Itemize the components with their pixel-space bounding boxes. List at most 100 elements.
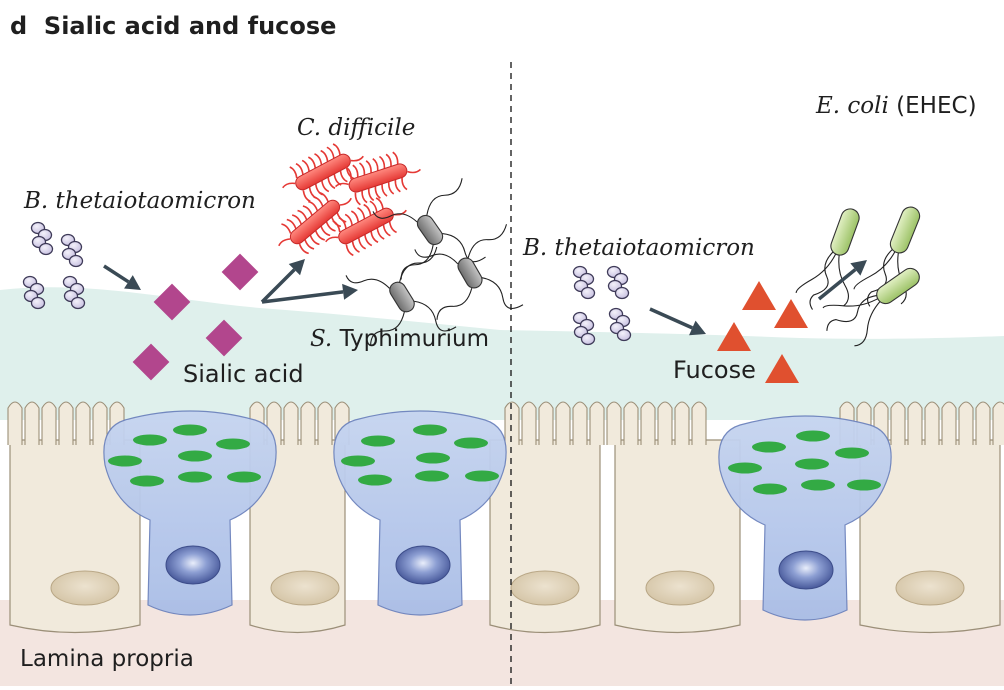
fucose-label: Fucose <box>673 356 756 384</box>
microvillus <box>92 401 108 445</box>
microbes-layer <box>22 143 921 383</box>
s-typhimurium-bacterium-icon <box>372 178 486 280</box>
enterocyte-icon <box>249 439 346 634</box>
b-theta-cluster-icon <box>606 265 630 300</box>
microvillus <box>941 401 957 445</box>
s-typhimurium-serovar: Typhimurium <box>339 326 490 352</box>
microvillus <box>521 401 537 445</box>
microvillus <box>75 401 91 445</box>
mucin-granule <box>108 455 142 467</box>
epithelium <box>7 401 1004 634</box>
microvillus <box>24 401 40 445</box>
mucin-granule <box>454 437 488 449</box>
lamina-propria-label: Lamina propria <box>20 646 194 672</box>
sialic-acid-label: Sialic acid <box>183 360 304 388</box>
mucin-granule <box>216 438 250 450</box>
fucose-triangle-icon <box>765 354 799 383</box>
goblet-cell-icon <box>718 415 892 621</box>
fucose-triangle-icon <box>742 281 776 310</box>
fucose-triangle-icon <box>774 299 808 328</box>
microvillus <box>572 401 588 445</box>
c-difficile-bacterium-icon <box>325 197 407 257</box>
mucin-granule <box>227 471 261 483</box>
b-theta-cluster-icon <box>572 311 596 346</box>
microvillus <box>623 401 639 445</box>
mucin-granule <box>361 435 395 447</box>
microvillus <box>674 401 690 445</box>
microvillus <box>589 401 605 445</box>
mucin-granule <box>752 441 786 453</box>
microvillus <box>606 401 622 445</box>
microvillus <box>504 401 520 445</box>
sialic-acid-diamond-icon <box>205 319 243 357</box>
b-theta-cluster-icon <box>30 221 54 256</box>
b-theta-cluster-icon <box>60 233 84 268</box>
mucus-layer <box>0 287 1004 420</box>
arrow-fucose-to-e-coli <box>817 260 867 301</box>
arrow-b-theta-to-sialic <box>103 264 141 290</box>
mucin-granule <box>178 450 212 462</box>
b-theta-right-label: B. thetaiotaomicron <box>523 235 755 261</box>
mucin-granule <box>415 470 449 482</box>
e-coli-label: E. coli (EHEC) <box>816 95 977 118</box>
mucin-granule <box>801 479 835 491</box>
microvillus <box>907 401 923 445</box>
mucin-granule <box>341 455 375 467</box>
mucin-granule <box>465 470 499 482</box>
microvillus <box>538 401 554 445</box>
s-typhimurium-label: S. Typhimurium <box>310 328 489 351</box>
mucin-granule <box>358 474 392 486</box>
s-typhimurium-bacterium-icon <box>345 246 457 345</box>
mucin-granule <box>130 475 164 487</box>
mucin-granule <box>847 479 881 491</box>
panel-title: d Sialic acid and fucose <box>10 14 336 38</box>
s-typhimurium-genus: S. <box>310 326 333 352</box>
fucose-triangle-icon <box>717 322 751 351</box>
b-theta-cluster-icon <box>572 265 596 300</box>
arrows-layer <box>103 259 867 336</box>
sialic-acid-diamond-icon <box>153 283 191 321</box>
microvillus <box>300 401 316 445</box>
e-coli-species: E. coli <box>816 93 889 119</box>
c-difficile-label: C. difficile <box>297 115 416 141</box>
c-difficile-bacterium-icon <box>334 151 422 206</box>
microvillus <box>657 401 673 445</box>
b-theta-cluster-icon <box>22 275 46 310</box>
arrow-sialic-to-typhimurium <box>261 283 358 304</box>
mucin-granule <box>413 424 447 436</box>
mucin-granule <box>796 430 830 442</box>
microvillus <box>58 401 74 445</box>
e-coli-strain: (EHEC) <box>896 93 977 119</box>
s-typhimurium-bacterium-icon <box>414 224 524 320</box>
panel-letter: d <box>10 12 28 40</box>
arrow-sialic-to-c-difficile <box>260 259 305 304</box>
c-difficile-bacterium-icon <box>278 191 352 255</box>
microvillus <box>992 401 1004 445</box>
b-theta-cluster-icon <box>608 307 632 342</box>
mucin-granule <box>416 452 450 464</box>
goblet-cell-icon <box>103 410 277 616</box>
e-coli-bacterium-icon <box>795 208 860 310</box>
mucin-granule <box>173 424 207 436</box>
mucin-granule <box>133 434 167 446</box>
mucin-granule <box>795 458 829 470</box>
enterocyte-icon <box>489 439 601 634</box>
microvillus <box>317 401 333 445</box>
panel-title-text: Sialic acid and fucose <box>43 12 337 40</box>
enterocyte-icon <box>859 439 1001 634</box>
c-difficile-bacterium-icon <box>282 143 364 203</box>
b-theta-cluster-icon <box>62 275 86 310</box>
microvillus <box>640 401 656 445</box>
microvillus <box>283 401 299 445</box>
microvillus <box>958 401 974 445</box>
microvillus <box>41 401 57 445</box>
sialic-acid-diamond-icon <box>221 253 259 291</box>
microvillus <box>975 401 991 445</box>
mucin-granule <box>178 471 212 483</box>
b-theta-left-label: B. thetaiotaomicron <box>24 188 256 214</box>
mucin-granule <box>753 483 787 495</box>
mucin-granule <box>728 462 762 474</box>
sialic-acid-diamond-icon <box>132 343 170 381</box>
